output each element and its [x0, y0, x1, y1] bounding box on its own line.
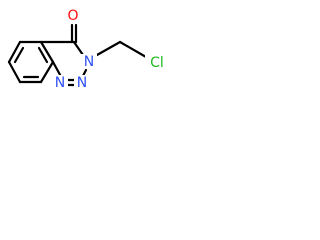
benzene-ring [7, 40, 55, 84]
double-bond-inner-c5-c6 [13, 46, 25, 64]
bond-n3-ch2 [95, 40, 122, 57]
bond-c8a-c4a [39, 40, 55, 64]
bond-ch2-cl [118, 40, 148, 59]
double-bond-inner-c8a-c4a [37, 46, 49, 64]
nitrogen-1-atom-label: N [55, 75, 65, 91]
bond-c4-n3 [72, 40, 85, 57]
oxygen-atom-label: O [67, 8, 78, 24]
chloromethyl-group [95, 40, 148, 59]
atom-labels: O N N N Cl [52, 8, 169, 91]
nitrogen-3-atom-label: N [84, 54, 94, 70]
nitrogen-2-atom-label: N [77, 75, 87, 91]
carbonyl-group [70, 23, 78, 44]
triazinone-ring [39, 40, 88, 87]
chemical-structure-diagram: O N N N Cl [7, 8, 169, 91]
bond-c8-c8a [39, 60, 55, 84]
bond-c6-c7 [7, 60, 22, 84]
chlorine-atom-label: Cl [150, 55, 164, 71]
bond-c5-c6 [7, 40, 22, 64]
